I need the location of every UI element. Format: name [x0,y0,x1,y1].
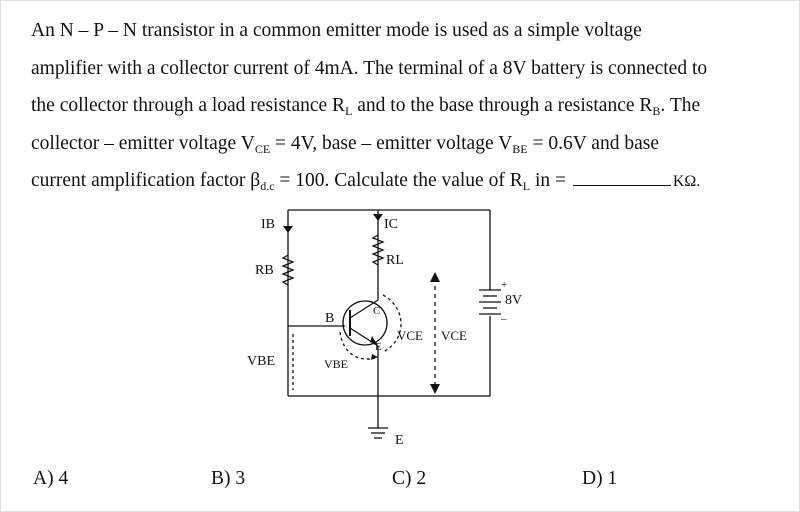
emitter-arrow [370,336,378,346]
emitter-label: E [375,341,382,353]
rl-resistor [371,234,385,266]
question-line-2: amplifier with a collector current of 4m… [31,57,708,79]
vce-dashed-arc [382,294,402,353]
question-line-1: An N – P – N transistor in a common emit… [31,20,642,41]
text-segment: and to the base through a resistance R [352,95,653,116]
battery-label: 8V [505,293,522,308]
option-c[interactable]: C) 2 [392,468,427,489]
rl-label: RL [386,253,404,268]
option-b[interactable]: B) 3 [211,468,246,489]
vbe-mid-label: VBE [324,357,348,371]
vce-label-2: VCE [441,328,467,343]
collector-label: C [373,305,380,317]
text-segment: current amplification factor β [31,170,261,191]
transistor-circle [342,300,388,346]
rb-label: RB [255,263,274,278]
answer-blank[interactable] [572,167,671,186]
option-d[interactable]: D) 1 [582,468,618,489]
unit-label: KΩ. [672,173,701,190]
vce-arrow-up [430,272,440,282]
vbe-dashed-arc [339,331,376,360]
vbe-arrow [371,354,378,360]
battery-plus: + [501,279,507,291]
circuit-diagram: IB RB VBE B VBE IC RL C E VCE VCE 8V + –… [247,209,522,448]
text-segment: = 4V, base – emitter voltage V [270,132,513,154]
question-line-5: current amplification factor βd.c = 100.… [31,162,783,201]
text-segment: = 100. Calculate the value of R [274,170,523,191]
text-segment: collector – emitter voltage V [31,132,255,154]
vce-label-1: VCE [397,328,423,343]
ib-label: IB [261,217,275,232]
vce-arrow-down [430,384,440,394]
subscript: CE [254,141,271,156]
ground-label: E [395,433,404,448]
subscript: L [345,104,353,118]
text-segment: = 0.6V and base [527,132,659,154]
ic-arrow [373,214,383,221]
base-label: B [325,311,334,326]
question-line-4: collector – emitter voltage VCE = 4V, ba… [31,125,783,163]
vbe-left-label: VBE [247,354,275,369]
rb-resistor [281,254,295,286]
text-segment: in = [530,170,571,191]
ic-label: IC [384,217,398,232]
subscript: BE [512,141,528,156]
transistor-collector [349,299,379,319]
subscript: B [652,104,661,118]
option-a[interactable]: A) 4 [33,468,69,489]
ib-arrow [283,226,293,233]
subscript: d.c [260,179,275,193]
subscript: L [522,179,531,193]
question-line-3: the collector through a load resistance … [31,87,783,125]
text-segment: . The [660,95,701,116]
question-text: An N – P – N transistor in a common emit… [31,12,783,201]
battery-minus: – [500,313,507,325]
text-segment: the collector through a load resistance … [31,95,346,116]
